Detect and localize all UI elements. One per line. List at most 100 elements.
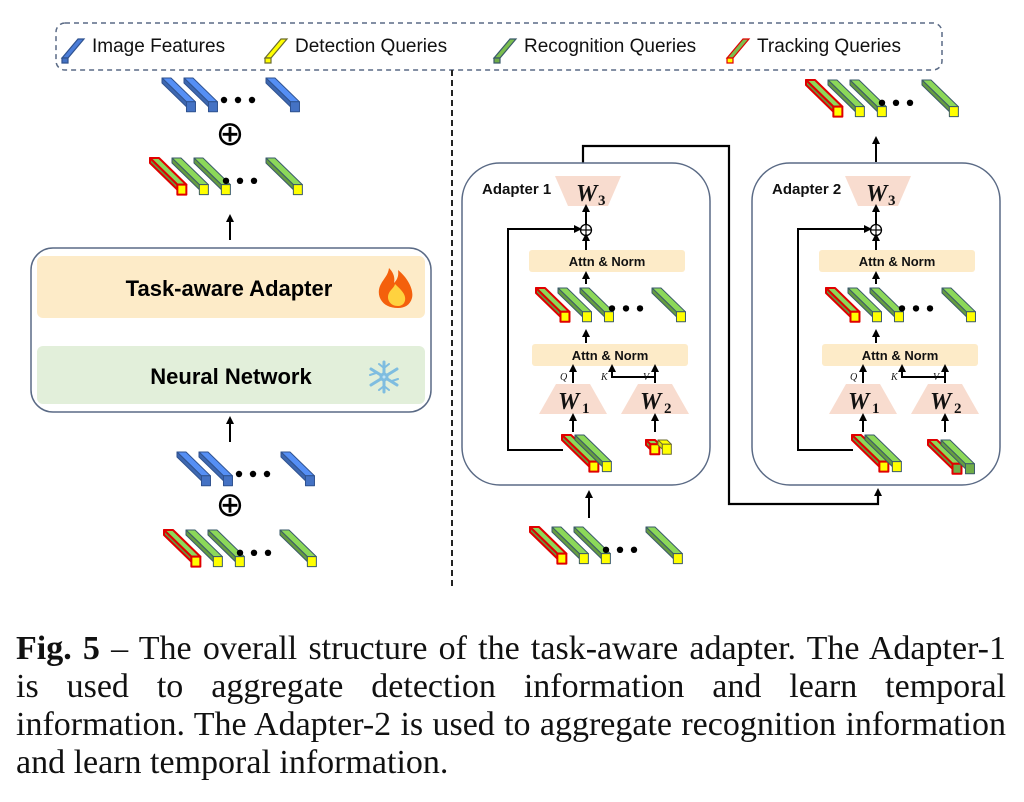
residual-add-icon	[579, 223, 593, 237]
legend-item-tracking: Tracking Queries	[725, 36, 901, 64]
caption-text: – The overall structure of the task-awar…	[16, 630, 1006, 781]
w2-projection	[621, 384, 689, 414]
attn-norm-label: Attn & Norm	[862, 348, 939, 363]
recognition-query-token	[207, 529, 245, 568]
k-label: K	[600, 372, 609, 383]
legend: Image Features Detection Queries Recogniti…	[55, 22, 943, 71]
w3-label: W	[866, 181, 889, 207]
recognition-query-token	[645, 526, 683, 565]
k-label: K	[890, 372, 899, 383]
token-row-image-top	[161, 77, 300, 113]
recognition-query-token	[864, 434, 902, 473]
w1-subscript: 1	[872, 401, 880, 417]
recognition-query-token	[193, 157, 231, 196]
image-feature-token	[265, 77, 300, 113]
recognition-query-token	[940, 439, 975, 475]
attn-norm-label: Attn & Norm	[859, 254, 936, 269]
tracking-query-token	[825, 287, 861, 323]
token-row-intermediate	[535, 287, 686, 323]
w1-subscript: 1	[582, 401, 590, 417]
w2-input-tokens	[645, 439, 672, 456]
recognition-query-token	[941, 287, 976, 323]
attn-norm-block-bottom	[822, 344, 978, 366]
legend-item-detection: Detection Queries	[263, 36, 447, 64]
tracking-query-token	[163, 529, 202, 568]
token-row-image-bottom	[176, 451, 315, 487]
recognition-query-token	[185, 529, 223, 568]
recognition-query-token	[869, 287, 904, 323]
recognition-query-token	[651, 287, 686, 323]
figure-diagram: Image Features Detection Queries Recogniti…	[30, 22, 1001, 588]
w1-projection	[829, 384, 897, 414]
recognition-query-token	[849, 79, 887, 118]
w2-label: W	[640, 389, 663, 415]
recognition-query-token	[557, 287, 592, 323]
recognition-query-token	[265, 157, 303, 196]
legend-item-recognition: Recognition Queries	[492, 36, 696, 64]
detection-query-token	[657, 439, 672, 455]
image-feature-token	[183, 77, 218, 113]
task-aware-adapter-label: Task-aware Adapter	[126, 276, 333, 301]
q-label: Q	[850, 372, 858, 383]
v-label: V	[933, 372, 941, 383]
tracking-token-icon	[725, 38, 751, 64]
tracking-query-token	[927, 439, 963, 475]
adapter-connector-line	[581, 144, 882, 506]
recognition-query-token	[847, 287, 882, 323]
w1-input-tokens	[561, 434, 612, 473]
recognition-query-token	[171, 157, 209, 196]
attn-norm-block-top	[529, 250, 685, 272]
left-panel: ⊕ Task-aware Adapter Neural Network ⊕	[30, 77, 432, 568]
adapter1-title: Adapter 1	[482, 181, 551, 198]
image-feature-token	[280, 451, 315, 487]
legend-label: Image Features	[92, 36, 225, 57]
w1-label: W	[558, 389, 581, 415]
q-label: Q	[560, 372, 568, 383]
w3-subscript: 3	[888, 193, 896, 209]
w2-label: W	[930, 389, 953, 415]
ellipsis-dots	[222, 177, 258, 184]
token-row-query-bottom	[163, 529, 317, 568]
residual-skip-line	[797, 225, 872, 451]
w3-projection	[845, 176, 911, 206]
plus-symbol-bottom: ⊕	[216, 486, 245, 524]
recognition-query-token	[551, 526, 589, 565]
recognition-query-token	[579, 287, 614, 323]
tracking-query-token	[561, 434, 600, 473]
ellipsis-dots	[878, 99, 914, 107]
recognition-query-token	[573, 526, 611, 565]
ellipsis-dots	[220, 96, 256, 104]
snowflake-icon	[369, 360, 399, 394]
recognition-token-icon	[492, 38, 518, 64]
w2-subscript: 2	[664, 401, 672, 417]
attn-norm-label: Attn & Norm	[572, 348, 649, 363]
ellipsis-dots	[898, 305, 934, 312]
token-row-output	[805, 79, 959, 118]
legend-box	[55, 22, 943, 71]
ellipsis-dots	[235, 470, 271, 478]
image-feature-token	[161, 77, 196, 113]
recognition-query-token	[827, 79, 865, 118]
legend-label: Recognition Queries	[524, 36, 696, 57]
w3-label: W	[576, 181, 599, 207]
image-feature-token	[198, 451, 233, 487]
legend-label: Tracking Queries	[757, 36, 901, 57]
w3-subscript: 3	[598, 193, 606, 209]
tracking-query-token	[529, 526, 568, 565]
tracking-query-token	[149, 157, 188, 196]
w2-projection	[911, 384, 979, 414]
w1-label: W	[848, 389, 871, 415]
neural-network-label: Neural Network	[150, 364, 312, 389]
w2-subscript: 2	[954, 401, 962, 417]
v-label: V	[643, 372, 651, 383]
ellipsis-dots	[602, 546, 638, 553]
image-feature-token	[176, 451, 211, 487]
token-row-input	[529, 526, 683, 565]
attn-norm-label: Attn & Norm	[569, 254, 646, 269]
token-row-query-top	[149, 157, 303, 196]
recognition-query-token	[574, 434, 612, 473]
w2-input-tokens	[927, 439, 975, 475]
tracking-query-token	[805, 79, 844, 118]
